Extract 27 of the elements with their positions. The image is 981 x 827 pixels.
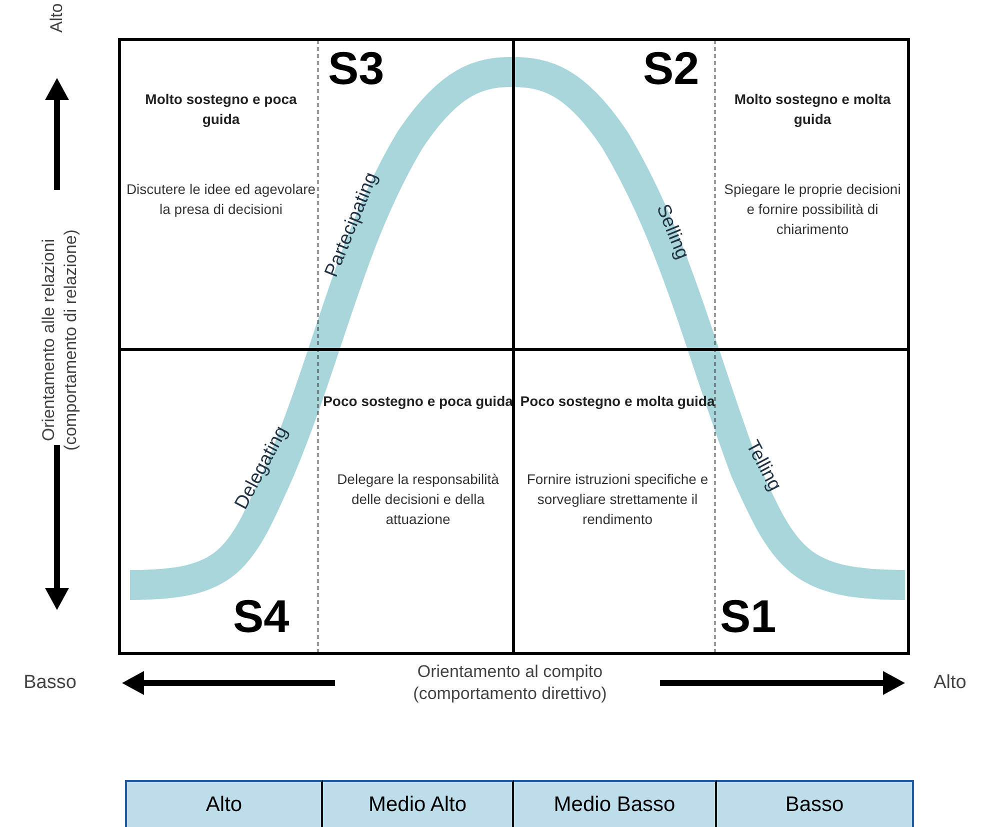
curve-label: Telling [740, 437, 786, 495]
quadrant-description: Delegare la responsabilità delle decisioni e della attuazione [336, 470, 500, 529]
quadrant-heading: Poco sostegno e molta guida [520, 392, 715, 411]
quadrant-description: Discutere le idee ed agevolare la presa di decisioni [126, 180, 316, 219]
quadrant-box [118, 38, 515, 351]
style-code: S4 [233, 593, 290, 639]
table-cell: Alto [125, 780, 323, 827]
table-cell: Basso [717, 780, 914, 827]
quadrant-heading: Molto sostegno e molta guida [733, 90, 892, 129]
curve-label: Selling [651, 201, 693, 263]
style-code: S2 [643, 45, 700, 91]
quadrant-description: Spiegare le proprie decisioni e fornire possibilità di chiarimento [723, 180, 902, 239]
quadrant-heading: Poco sostegno e poca guida [323, 392, 513, 411]
quadrant-heading: Molto sostegno e poca guida [144, 90, 298, 129]
quadrant-box [512, 348, 910, 655]
axis-end-label: Basso [24, 672, 76, 694]
style-code: S1 [720, 593, 776, 639]
axis-title: Orientamento alle relazioni (comportamento di relazione) [38, 228, 81, 453]
quadrant-box [118, 348, 515, 655]
table-cell: Medio Alto [323, 780, 514, 827]
axis-end-label: Alto [46, 3, 67, 33]
axis-title: Orientamento al compito (comportamento direttivo) [412, 661, 608, 705]
style-code: S3 [328, 45, 384, 91]
quadrant-description: Fornire istruzioni specifiche e sorvegliare strettamente il rendimento [526, 470, 710, 529]
axis-end-label: Alto [934, 672, 966, 694]
table-cell: Medio Basso [514, 780, 717, 827]
quadrant-box [512, 38, 910, 351]
